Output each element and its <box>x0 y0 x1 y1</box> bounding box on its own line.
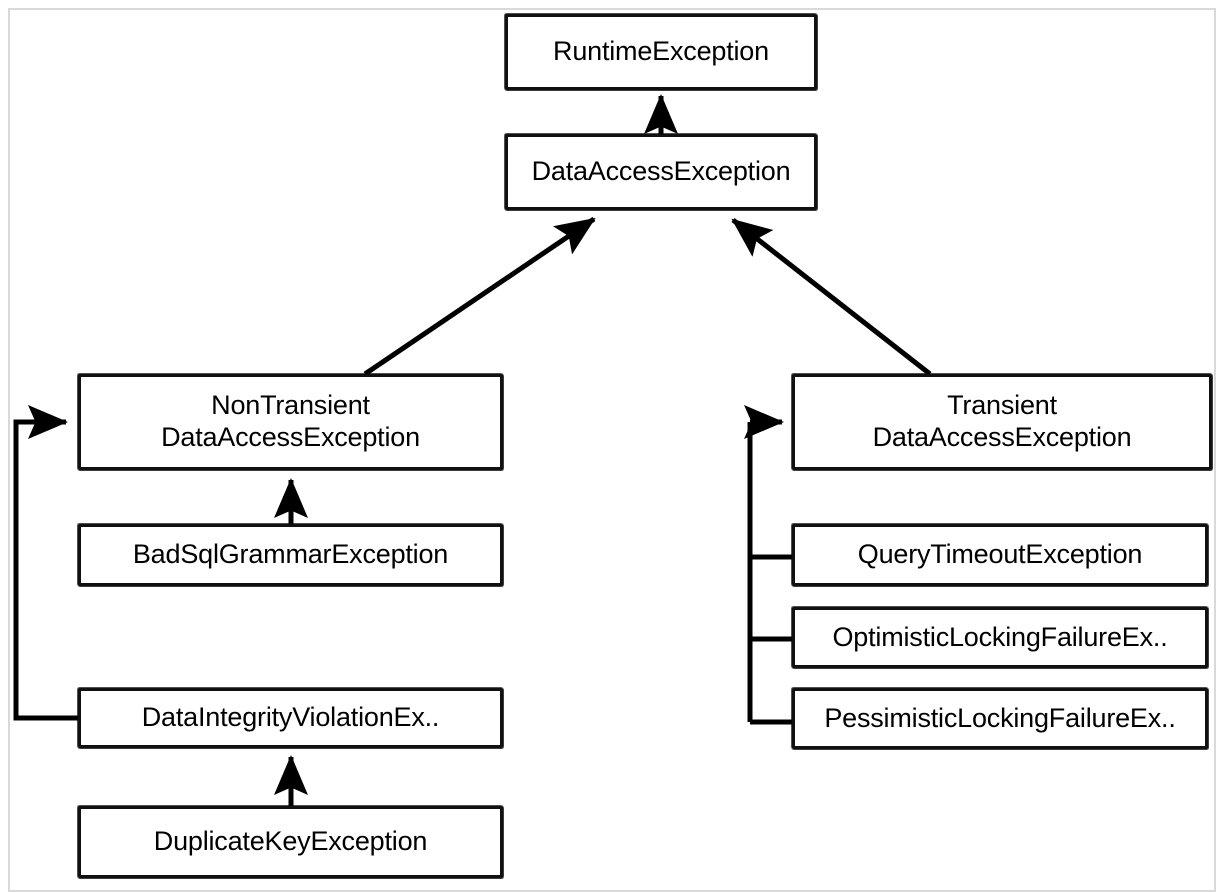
node-label: BadSqlGrammarException <box>132 539 449 570</box>
node-bad-sql-grammar-exception[interactable]: BadSqlGrammarException <box>78 524 503 586</box>
node-label: DataAccessException <box>531 156 791 187</box>
node-label: PessimisticLockingFailureEx.. <box>824 702 1176 733</box>
node-label: QueryTimeoutException <box>857 539 1143 570</box>
node-data-access-exception[interactable]: DataAccessException <box>505 134 817 210</box>
node-duplicate-key-exception[interactable]: DuplicateKeyException <box>78 806 503 878</box>
node-label: NonTransient DataAccessException <box>161 390 420 452</box>
node-label: DuplicateKeyException <box>153 826 428 857</box>
node-query-timeout-exception[interactable]: QueryTimeoutException <box>792 524 1208 586</box>
node-transient-data-access-exception[interactable]: Transient DataAccessException <box>792 374 1212 470</box>
node-label: RuntimeException <box>553 36 769 67</box>
node-label: Transient DataAccessException <box>872 390 1132 452</box>
node-optimistic-locking-failure-exception[interactable]: OptimisticLockingFailureEx.. <box>792 607 1208 668</box>
node-label: DataIntegrityViolationEx.. <box>141 702 440 733</box>
node-label: OptimisticLockingFailureEx.. <box>832 621 1168 652</box>
node-pessimistic-locking-failure-exception[interactable]: PessimisticLockingFailureEx.. <box>792 688 1208 749</box>
node-runtime-exception[interactable]: RuntimeException <box>505 14 817 90</box>
node-non-transient-data-access-exception[interactable]: NonTransient DataAccessException <box>78 374 503 470</box>
node-data-integrity-violation-exception[interactable]: DataIntegrityViolationEx.. <box>78 688 503 748</box>
